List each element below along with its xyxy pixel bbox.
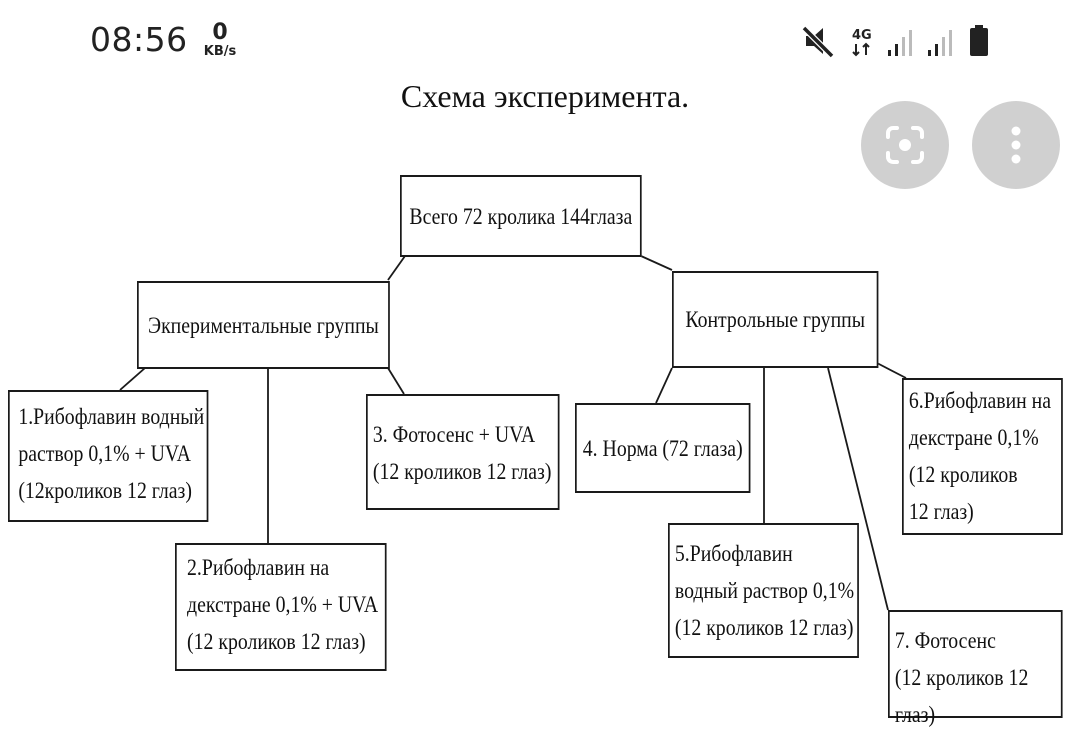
more-options-button[interactable] (972, 101, 1060, 189)
more-vertical-icon (1011, 126, 1021, 164)
group-node: 6.Рибофлавин на декстране 0,1% (12 кроли… (902, 378, 1063, 535)
connector-line (640, 255, 673, 271)
status-time: 08:56 (90, 20, 188, 59)
group-node: 7. Фотосенс (12 кроликов 12 глаз) (888, 610, 1063, 727)
signal-icon (928, 30, 952, 56)
group-node: 4. Норма (72 глаза) (575, 403, 751, 493)
signal-icon (888, 30, 912, 56)
connector-line (387, 367, 405, 395)
diagram-title: Схема эксперимента. (400, 78, 690, 114)
network-speed: 0 KB/s (198, 20, 242, 59)
control-groups-node: Контрольные группы (672, 271, 879, 368)
mute-icon (801, 25, 835, 59)
root-node: Всего 72 кролика 144глаза (400, 175, 642, 257)
network-type-label: 4G (852, 28, 872, 43)
network-speed-value: 0 (212, 20, 228, 45)
group-node: 3. Фотосенс + UVA (12 кроликов 12 глаз) (366, 394, 560, 510)
experimental-groups-node: Экпериментальные группы (137, 281, 390, 369)
lens-scan-button[interactable] (861, 101, 949, 189)
status-icons: 4G (800, 22, 1000, 62)
battery-icon (970, 25, 988, 56)
group-node: 2.Рибофлавин на декстране 0,1% + UVA (12… (175, 543, 387, 671)
connector-line (387, 255, 406, 281)
connector-line (119, 367, 146, 391)
network-speed-unit: KB/s (203, 44, 237, 59)
lens-scan-icon (886, 126, 924, 164)
group-node: 5.Рибофлавин водный раствор 0,1% (12 кро… (668, 523, 859, 658)
connector-line (876, 362, 907, 379)
group-node: 1.Рибофлавин водный раствор 0,1% + UVA (… (8, 390, 209, 522)
connector-line (827, 367, 889, 611)
network-4g-icon: 4G (852, 28, 872, 57)
connector-line (655, 367, 673, 404)
